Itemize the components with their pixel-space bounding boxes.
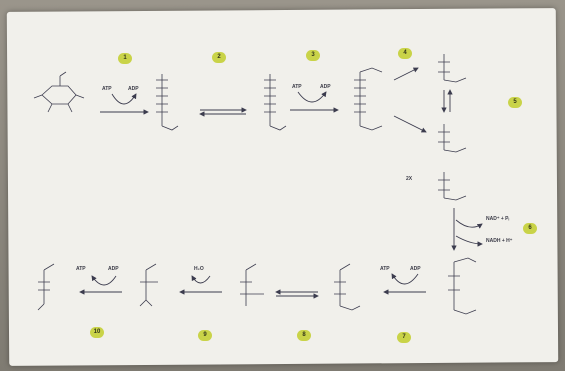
step-2-arrow [199, 107, 247, 117]
adp-label-step1: ADP [128, 86, 139, 92]
atp-label-step1: ATP [102, 86, 112, 92]
step-7-badge: 7 [397, 332, 411, 343]
atp-label-step3: ATP [292, 84, 302, 90]
step-5-arrows [441, 89, 453, 113]
step-6-arrow [451, 208, 483, 251]
step-6-badge: 6 [523, 223, 537, 234]
pyruvate-structure [37, 263, 55, 311]
glucose-6-phosphate-structure [156, 74, 179, 131]
step-9-badge: 9 [198, 330, 212, 341]
nad-label: NAD⁺ + Pᵢ [486, 216, 510, 222]
step-1-arrow [100, 93, 149, 115]
step-9-arrow [179, 275, 222, 295]
h2o-label: H₂O [194, 266, 204, 272]
step-4-badge: 4 [398, 48, 412, 59]
2-phosphoglycerate-structure [240, 263, 264, 306]
dihydroxyacetone-phosphate-structure [438, 54, 467, 83]
glyceraldehyde-3-phosphate-structure [438, 124, 467, 153]
1-3-bisphosphoglycerate-structure [448, 257, 477, 315]
atp-label-step10: ATP [76, 266, 86, 272]
fructose-1-6-bisphosphate-structure [354, 67, 383, 131]
glyceraldehyde-3-phosphate-2x-structure [438, 172, 467, 201]
step-3-arrow [290, 91, 339, 113]
phosphoenolpyruvate-structure [139, 263, 158, 307]
step-4-arrows [393, 67, 427, 133]
step-7-arrow [383, 273, 426, 295]
adp-label-step10: ADP [108, 266, 119, 272]
two-x-label: 2X [406, 176, 413, 182]
nadh-label: NADH + H⁺ [486, 238, 513, 244]
adp-label-step7: ADP [410, 266, 421, 272]
step-3-badge: 3 [306, 50, 320, 61]
atp-label-step7: ATP [380, 266, 390, 272]
step-10-badge: 10 [90, 327, 104, 338]
fructose-6-phosphate-structure [264, 74, 287, 131]
step-5-badge: 5 [508, 97, 522, 108]
step-8-arrow [275, 289, 319, 299]
step-2-badge: 2 [212, 52, 226, 63]
glucose-structure [33, 71, 85, 113]
step-8-badge: 8 [297, 330, 311, 341]
step-10-arrow [79, 275, 122, 295]
step-1-badge: 1 [118, 53, 132, 64]
3-phosphoglycerate-structure [334, 263, 361, 311]
adp-label-step3: ADP [320, 84, 331, 90]
